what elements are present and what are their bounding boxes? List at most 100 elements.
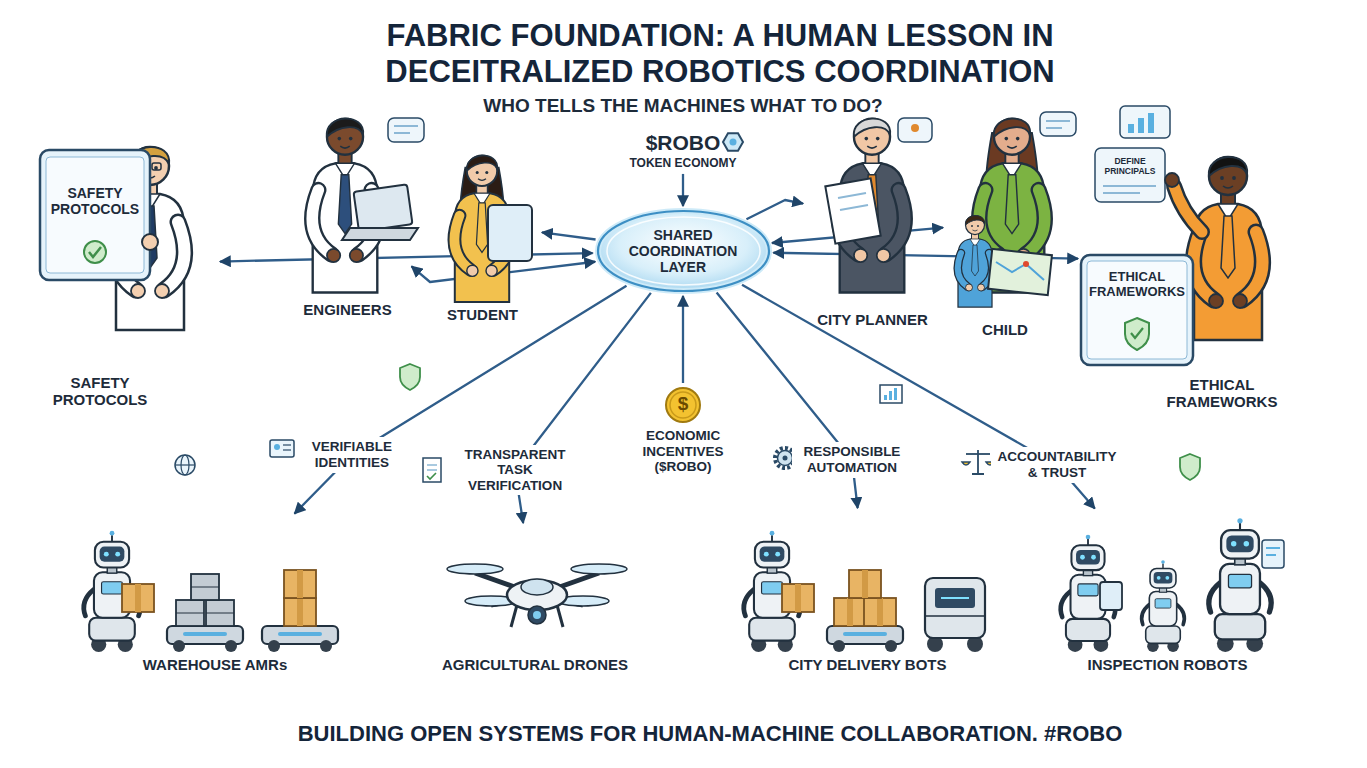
illustration-part (884, 395, 887, 400)
connector-arrow (682, 296, 684, 383)
chat-bubble (1040, 112, 1076, 136)
illustration-part (274, 444, 280, 450)
edge-label: VERIFIABLE IDENTITIES (297, 437, 407, 472)
amr-cart (167, 626, 243, 652)
illustration-part (1180, 454, 1200, 480)
stakeholder-figure: CITY PLANNER (805, 105, 940, 329)
disc-label: SHARED COORDINATION LAYER (621, 226, 745, 276)
token-badge: $ROBOTOKEN ECONOMY (620, 130, 746, 172)
robot-group: WAREHOUSE AMRs (80, 515, 350, 674)
subtitle: WHO TELLS THE MACHINES WHAT TO DO? (408, 95, 958, 117)
illustration-part (1138, 118, 1144, 133)
hologram-panel (1262, 540, 1284, 568)
illustration-part (427, 464, 437, 466)
drone (447, 564, 627, 627)
illustration-part (1040, 112, 1076, 136)
figure-space (28, 118, 218, 373)
illustration-part (528, 606, 546, 624)
illustration-part (1103, 192, 1140, 194)
crate (176, 600, 204, 626)
figure-space (425, 525, 645, 655)
chart-icon (880, 385, 902, 403)
disc-rim (598, 211, 769, 291)
figure-space (618, 385, 748, 427)
node-label: SAFETY PROTOCOLS (45, 373, 155, 410)
edge-label: RESPONSIBLE AUTOMATION (792, 442, 912, 477)
globe-icon (175, 455, 195, 475)
document-icon (423, 458, 441, 482)
cardboard-box (834, 598, 866, 626)
hand (142, 234, 158, 250)
illustration-part (394, 132, 410, 134)
cardboard-box (284, 570, 316, 598)
figure-space (945, 105, 1065, 320)
node-label: CITY DELIVERY BOTS (735, 655, 1000, 674)
stakeholder-figure: ENGINEERS (285, 105, 410, 319)
node-label: AGRICULTURAL DRONES (425, 655, 645, 674)
illustration-part (966, 453, 990, 455)
token-caption: TOKEN ECONOMY (620, 156, 746, 172)
illustration-part (46, 157, 144, 273)
illustration-part (996, 262, 1044, 280)
illustration-part (988, 249, 1052, 295)
illustration-part (353, 184, 412, 231)
node-label: CITY PLANNER (805, 310, 940, 329)
illustration-part (723, 133, 743, 150)
illustration-part (911, 124, 919, 132)
illustration-part (666, 388, 700, 422)
illustration-part (941, 597, 969, 599)
tablet (40, 150, 150, 280)
stakeholder-group: ETHICAL FRAMEWORKSETHICAL FRAMEWORKS (1080, 110, 1300, 412)
token-name: $ROBO (620, 130, 746, 156)
coin (666, 388, 700, 422)
tablet (488, 205, 532, 261)
illustration-part (175, 455, 195, 475)
shield-icon (400, 364, 420, 390)
panel-note: DEFINE PRINCIPALS (1099, 157, 1161, 177)
figure-space (805, 105, 940, 310)
illustration-part (1128, 124, 1134, 133)
crate (191, 574, 219, 600)
stakeholder-group: SAFETY PROTOCOLS SAFETY PROTOCOLS (28, 118, 218, 410)
illustration-part (880, 385, 902, 403)
illustration-part (152, 163, 161, 170)
diagram-title: FABRIC FOUNDATION: A HUMAN LESSON IN DEC… (290, 18, 1150, 89)
node-label: WAREHOUSE AMRs (80, 655, 350, 674)
figure-space (285, 105, 410, 300)
illustration-part (394, 125, 418, 127)
edge-label: ACCOUNTABILITY & TRUST (991, 447, 1123, 482)
stakeholder-figure: STUDENT (425, 125, 540, 324)
panel-text: SAFETY PROTOCOLS (45, 185, 145, 217)
figure-space (425, 125, 540, 305)
map (988, 249, 1052, 295)
amr-cart (262, 626, 338, 652)
robot-group: INSPECTION ROBOTS (1045, 510, 1290, 674)
illustration-part (1120, 106, 1170, 138)
figure-space (1045, 510, 1290, 655)
illustration-part (521, 579, 553, 595)
illustration-part (1023, 261, 1029, 267)
robot-group: CITY DELIVERY BOTS (735, 510, 1000, 674)
illustration-part (1266, 554, 1276, 556)
connector-arrow (746, 200, 803, 219)
illustration-part (1148, 113, 1154, 133)
illustration-part (427, 469, 437, 471)
illustration-part (894, 388, 897, 400)
figure-space (1080, 110, 1300, 375)
illustration-part (283, 444, 291, 445)
node-label: CHILD (945, 320, 1065, 339)
illustration-part (427, 473, 436, 479)
cardboard-box (849, 570, 881, 598)
figure-space (735, 510, 1000, 655)
illustration-part (670, 392, 696, 418)
illustration-part (962, 462, 994, 465)
disc-inner-ring (607, 217, 760, 285)
principles-panel (1095, 148, 1165, 202)
robot-group: AGRICULTURAL DRONES (425, 525, 645, 674)
diagram-caption: BUILDING OPEN SYSTEMS FOR HUMAN-MACHINE … (210, 721, 1210, 746)
illustration-part (889, 391, 892, 400)
node-label: ECONOMIC INCENTIVES ($ROBO) (618, 427, 748, 476)
illustration-part (1125, 318, 1149, 350)
edge-label: TRANSPARENT TASK VERIFICATION (445, 445, 585, 496)
